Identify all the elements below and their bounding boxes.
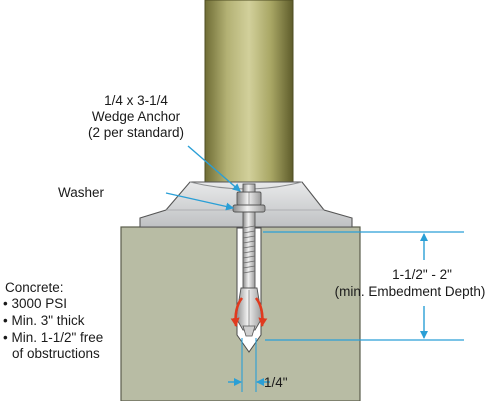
concrete-item: of obstructions (12, 346, 100, 361)
bolt-top (242, 183, 256, 193)
diameter-label: 1/4" (264, 375, 288, 390)
concrete-item: • Min. 1-1/2" free (3, 330, 103, 345)
anchor-leader-arrow (187, 145, 241, 192)
anchor-label-line3: (2 per standard) (88, 125, 184, 140)
depth-label-line2: (min. Embedment Depth) (335, 284, 486, 299)
anchor-label-line1: 1/4 x 3-1/4 (104, 93, 168, 108)
expansion-arrow-right (254, 297, 268, 327)
concrete-item: • Min. 3" thick (3, 313, 85, 328)
anchor-label-line2: Wedge Anchor (92, 109, 181, 124)
expansion-arrow-left (230, 297, 244, 327)
washer-leader-arrow (165, 192, 234, 211)
pole (204, 0, 294, 193)
concrete-heading: Concrete: (5, 280, 64, 295)
concrete-item: • 3000 PSI (3, 296, 67, 311)
washer-label: Washer (58, 185, 105, 200)
depth-label-line1: 1-1/2" - 2" (392, 267, 452, 282)
washer (232, 204, 266, 213)
